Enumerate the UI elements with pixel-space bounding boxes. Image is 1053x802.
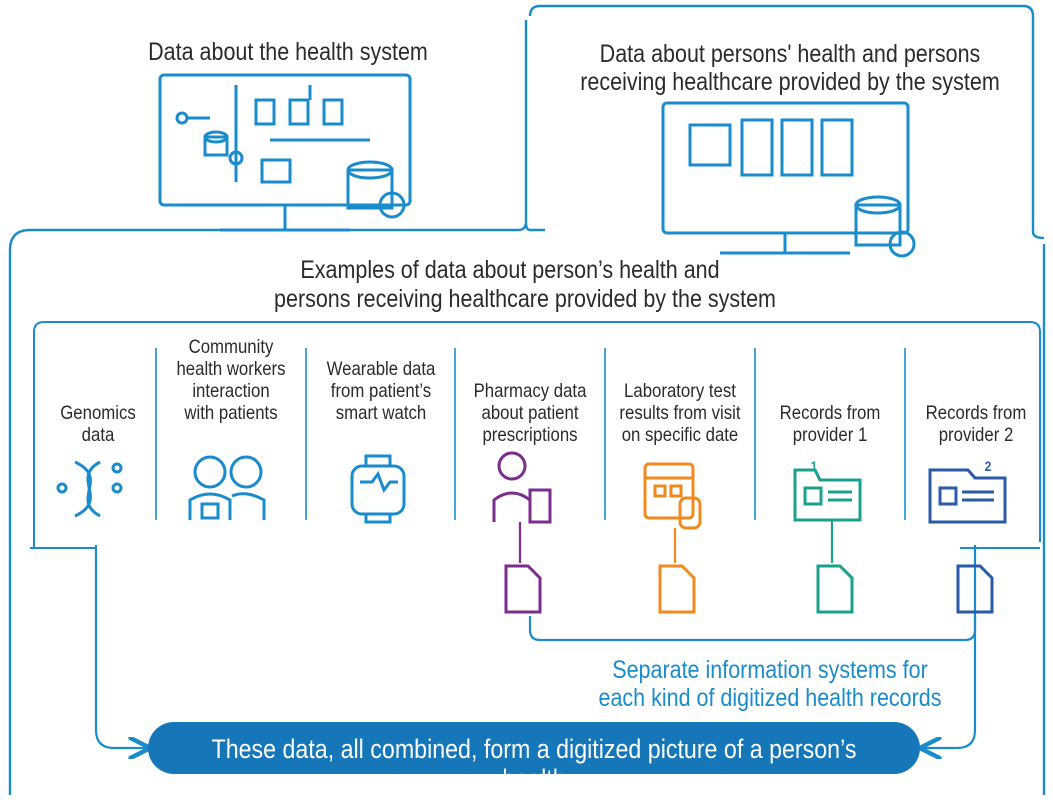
separate-systems-line1: Separate information systems for (612, 656, 928, 684)
pharmacy-document-icon (504, 564, 542, 614)
pharmacist-icon (492, 451, 552, 524)
smart-watch-icon (350, 454, 406, 524)
separate-systems-line2: each kind of digitized health records (598, 684, 942, 712)
lab-calendar-icon (643, 462, 702, 530)
column-icons (56, 451, 1007, 530)
folder-record-2-icon (928, 468, 1007, 524)
column-dividers (155, 348, 906, 520)
folder-record-1-icon (793, 468, 862, 522)
dna-icon (56, 460, 123, 518)
health-system-title: Data about the health system (148, 38, 428, 66)
summary-banner-text: These data, all combined, form a digitiz… (211, 734, 857, 794)
provider2-arrow-line (924, 545, 977, 748)
folder-number-1: 1 (810, 458, 818, 474)
systems-bracket (528, 616, 977, 642)
examples-title-line2: persons receiving healthcare provided by… (274, 285, 776, 313)
provider2-document-icon (956, 564, 994, 614)
persons-health-monitor-icon (661, 101, 916, 258)
provider1-document-icon (816, 564, 854, 614)
connectors (94, 520, 977, 748)
summary-banner-bg (148, 722, 920, 774)
record-documents (504, 564, 994, 614)
health-workers-icon (188, 455, 266, 520)
persons-title-line1: Data about persons' health and persons (599, 40, 981, 68)
persons-title-line2: receiving healthcare provided by the sys… (580, 68, 1000, 96)
examples-title-line1: Examples of data about person’s health a… (300, 256, 720, 284)
inner-frame (29, 321, 1041, 550)
outer-frame (8, 4, 1046, 795)
health-system-monitor-icon (158, 73, 412, 232)
genomics-arrow-line (94, 545, 146, 748)
folder-number-2: 2 (984, 458, 992, 474)
lab-document-icon (658, 564, 696, 614)
